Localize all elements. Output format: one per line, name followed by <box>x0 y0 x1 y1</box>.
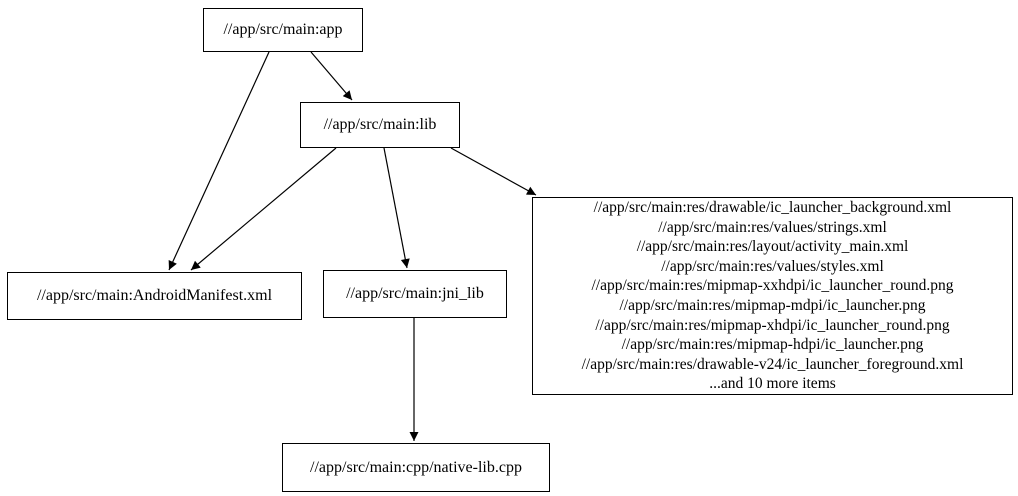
node-native-lib-cpp: //app/src/main:cpp/native-lib.cpp <box>282 443 550 492</box>
node-app: //app/src/main:app <box>203 8 363 52</box>
edge-lib-to-manifest <box>190 147 337 271</box>
edge-app-to-manifest <box>168 51 270 271</box>
node-android-manifest: //app/src/main:AndroidManifest.xml <box>7 272 302 320</box>
node-lib: //app/src/main:lib <box>300 102 460 148</box>
res-item: //app/src/main:res/mipmap-xhdpi/ic_launc… <box>595 316 950 334</box>
res-more-items: ...and 10 more items <box>709 375 836 393</box>
node-lib-label: //app/src/main:lib <box>323 116 437 134</box>
node-android-manifest-label: //app/src/main:AndroidManifest.xml <box>36 287 273 305</box>
res-item: //app/src/main:res/values/strings.xml <box>658 218 887 236</box>
res-item: //app/src/main:res/mipmap-hdpi/ic_launch… <box>621 336 924 354</box>
res-item: //app/src/main:res/values/styles.xml <box>661 257 884 275</box>
res-item: //app/src/main:res/layout/activity_main.… <box>636 238 909 256</box>
node-jni-lib-label: //app/src/main:jni_lib <box>346 285 484 303</box>
res-item: //app/src/main:res/drawable/ic_launcher_… <box>593 199 952 217</box>
node-app-label: //app/src/main:app <box>223 21 343 39</box>
edge-app-to-lib <box>310 51 353 101</box>
edge-lib-to-jni-lib <box>383 147 410 269</box>
res-item: //app/src/main:res/mipmap-xxhdpi/ic_laun… <box>591 277 954 295</box>
res-item: //app/src/main:res/drawable-v24/ic_launc… <box>581 355 964 373</box>
node-jni-lib: //app/src/main:jni_lib <box>323 270 507 318</box>
edge-lib-to-res-group <box>450 147 537 196</box>
res-item: //app/src/main:res/mipmap-mdpi/ic_launch… <box>619 297 926 314</box>
node-native-lib-cpp-label: //app/src/main:cpp/native-lib.cpp <box>310 458 522 476</box>
node-res-group: //app/src/main:res/drawable/ic_launcher_… <box>532 197 1013 395</box>
